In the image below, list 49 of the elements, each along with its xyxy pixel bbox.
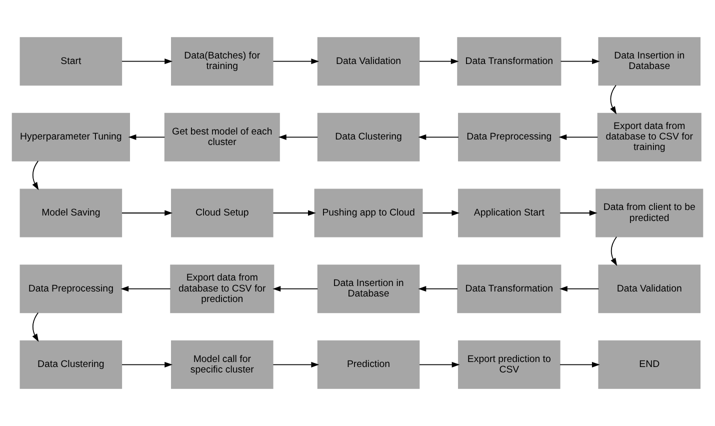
node-box: Get best model of each cluster [164, 112, 280, 162]
arrow [419, 58, 459, 64]
arrow [610, 84, 617, 114]
node-box: Data Insertion in Database [598, 37, 701, 86]
arrow [418, 286, 458, 292]
arrow [272, 286, 318, 292]
node-box: Data Clustering [20, 340, 122, 389]
node-box: Data Preprocessing [458, 112, 560, 162]
node-box: Data Validation [317, 37, 420, 86]
node-box: Prediction [317, 340, 420, 389]
arrow [122, 362, 173, 368]
arrow [559, 286, 600, 292]
arrow [422, 210, 460, 216]
node-box: Data(Batches) for training [171, 37, 274, 86]
node-box: Start [20, 37, 122, 86]
node-box: Hyperparameter Tuning [12, 112, 130, 162]
node-box: Data Transformation [457, 37, 562, 86]
arrow [278, 134, 318, 140]
arrow [272, 362, 320, 368]
node-box: Export data from database to CSV for training [597, 112, 702, 162]
arrow [32, 312, 39, 342]
node-box: Model call for specific cluster [171, 340, 274, 389]
node-box: Data Insertion in Database [317, 264, 420, 314]
node-box: Export data from database to CSV for prediction [170, 264, 274, 314]
arrow [128, 134, 166, 140]
arrow [120, 286, 171, 292]
arrow [560, 210, 598, 216]
node-box: Data Transformation [457, 264, 562, 314]
node-box: Cloud Setup [171, 188, 274, 238]
arrow [558, 134, 598, 140]
node-box: Data Validation [598, 264, 701, 314]
arrow [272, 58, 320, 64]
arrow [560, 362, 600, 368]
node-box: Data Clustering [317, 112, 420, 162]
arrow [122, 58, 173, 64]
node-box: Data from client to be predicted [596, 188, 704, 238]
node-box: END [598, 340, 701, 389]
arrow [272, 210, 316, 216]
arrow [32, 160, 39, 190]
node-box: Export prediction to CSV [458, 340, 560, 389]
arrow [610, 236, 618, 266]
arrow [560, 58, 600, 64]
arrow [122, 210, 173, 216]
arrow [418, 134, 459, 140]
node-box: Data Preprocessing [20, 264, 122, 314]
arrow [419, 362, 460, 368]
node-box: Application Start [458, 188, 560, 238]
node-box: Pushing app to Cloud [314, 188, 423, 238]
node-box: Model Saving [20, 188, 122, 238]
